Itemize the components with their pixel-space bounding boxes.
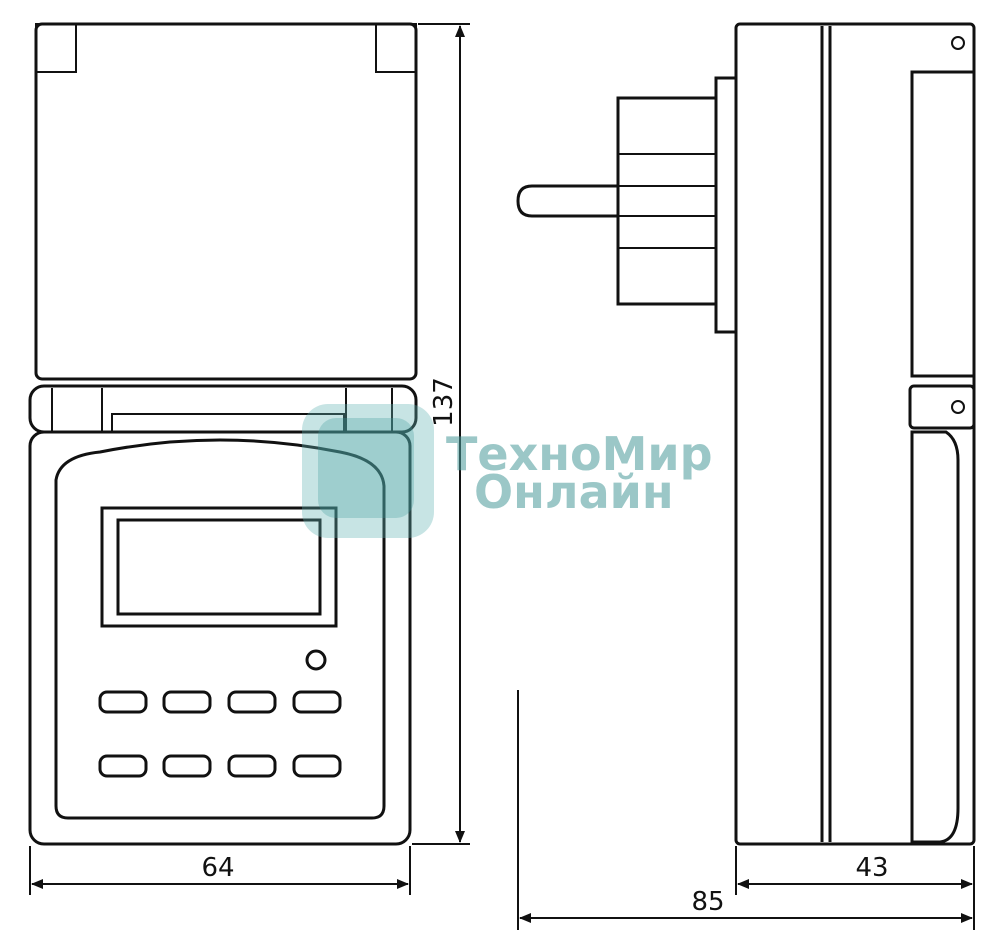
dimension-overall-depth: 85 <box>517 690 973 930</box>
front-lid <box>34 22 418 381</box>
watermark-logo-back <box>302 404 434 538</box>
keypad-button <box>292 690 342 714</box>
plug-pin <box>516 184 620 218</box>
keypad-button <box>98 690 148 714</box>
side-view <box>516 22 976 846</box>
keypad-button <box>162 690 212 714</box>
dimension-width-label: 64 <box>201 853 234 883</box>
side-hinge <box>908 384 976 430</box>
keypad <box>98 690 342 778</box>
lcd-display-screen <box>116 518 322 616</box>
dimension-depth: 43 <box>735 846 975 930</box>
front-view <box>28 22 418 846</box>
keypad-button <box>98 754 148 778</box>
keypad-button <box>292 754 342 778</box>
dimension-depth-label: 43 <box>855 853 888 883</box>
watermark-line1: ТехноМир <box>446 427 713 481</box>
screw-top-icon <box>951 36 965 50</box>
side-lower-cover <box>910 430 960 844</box>
lcd-display-frame <box>100 506 338 628</box>
dimension-height: 137 <box>412 23 470 845</box>
keypad-button <box>227 754 277 778</box>
side-lid-edge <box>910 70 976 378</box>
keypad-button <box>162 754 212 778</box>
front-panel <box>54 438 386 820</box>
watermark-line2: Онлайн <box>474 465 674 519</box>
screw-hinge-icon <box>951 400 965 414</box>
side-housing <box>734 22 976 846</box>
watermark-logo-front <box>318 418 414 518</box>
keypad-button <box>227 690 277 714</box>
watermark: ТехноМир Онлайн <box>302 404 713 538</box>
dimension-height-label: 137 <box>429 377 459 427</box>
front-body <box>28 430 412 846</box>
lid-corner-left <box>35 23 77 73</box>
dimension-overall-depth-label: 85 <box>691 887 724 917</box>
plug-block <box>616 96 718 306</box>
plug-flange <box>714 76 738 334</box>
dimension-width: 64 <box>29 846 411 895</box>
indicator-led <box>305 649 327 671</box>
lid-corner-right <box>375 23 417 73</box>
